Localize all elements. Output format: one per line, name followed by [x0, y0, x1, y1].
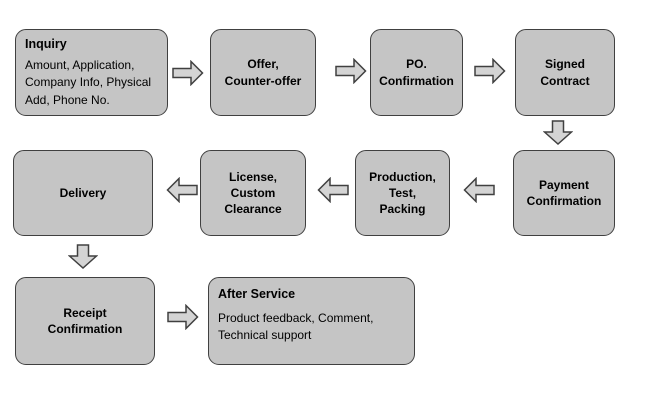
flow-arrow-down-icon [543, 120, 573, 145]
flow-node-label: PO. Confirmation [379, 57, 454, 88]
flow-node-label: Payment Confirmation [526, 177, 602, 208]
flow-arrow-right-icon [335, 58, 367, 84]
flow-arrow-down-icon [68, 244, 98, 269]
flow-node-title: Inquiry [25, 37, 67, 51]
flow-node-label: License, Custom Clearance [224, 169, 282, 217]
flow-node-inquiry: Inquiry Amount, Application, Company Inf… [15, 29, 168, 116]
flow-node-po-confirmation: PO. Confirmation [370, 29, 463, 116]
flow-node-signed-contract: Signed Contract [515, 29, 615, 116]
flow-arrow-left-icon [166, 177, 198, 203]
flow-node-title: After Service [218, 287, 296, 301]
flow-node-body: Product feedback, Comment, Technical sup… [218, 311, 374, 343]
flow-node-label: Delivery [59, 185, 107, 200]
flow-arrow-right-icon [172, 60, 204, 86]
flow-node-body: Amount, Application, Company Info, Physi… [25, 58, 152, 107]
flow-node-after-service: After Service Product feedback, Comment,… [208, 277, 415, 365]
flow-node-delivery: Delivery [13, 150, 153, 236]
flow-node-payment-confirmation: Payment Confirmation [513, 150, 615, 236]
flow-arrow-right-icon [167, 304, 199, 330]
flow-arrow-left-icon [317, 177, 349, 203]
flow-node-label: Receipt Confirmation [47, 305, 123, 336]
flow-node-offer-counter-offer: Offer, Counter-offer [210, 29, 316, 116]
flow-arrow-left-icon [463, 177, 495, 203]
flow-node-receipt-confirmation: Receipt Confirmation [15, 277, 155, 365]
flow-node-license-custom-clearance: License, Custom Clearance [200, 150, 306, 236]
flow-node-label: Offer, Counter-offer [224, 57, 302, 88]
flow-node-production-test-packing: Production, Test, Packing [355, 150, 450, 236]
flow-node-label: Signed Contract [540, 57, 590, 88]
flow-node-label: Production, Test, Packing [369, 169, 436, 217]
flow-arrow-right-icon [474, 58, 506, 84]
